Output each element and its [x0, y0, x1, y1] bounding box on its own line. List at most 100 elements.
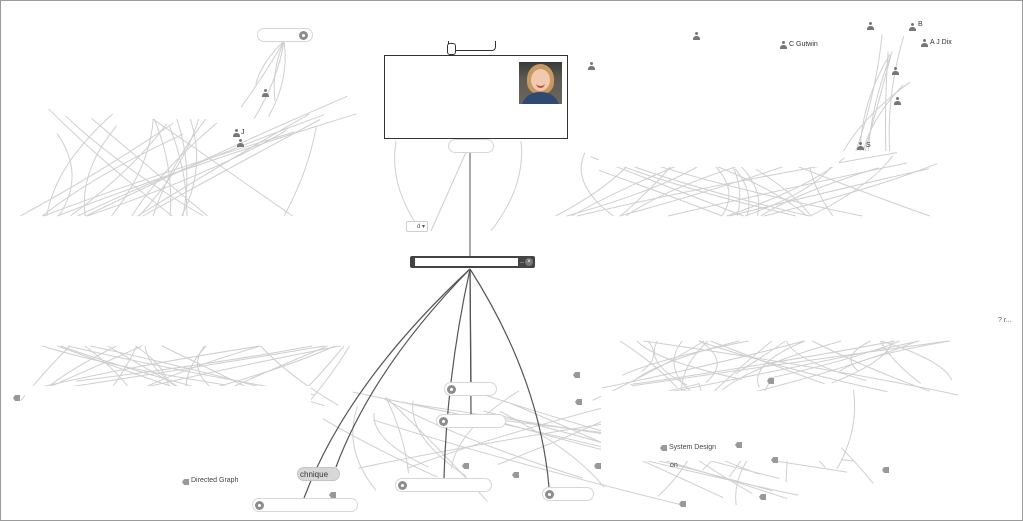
person-label[interactable]: C Gutwin — [789, 41, 818, 48]
person-icon[interactable] — [237, 139, 244, 147]
graph-edge — [57, 345, 174, 388]
graph-node[interactable] — [542, 487, 594, 501]
person-label[interactable]: S — [866, 142, 871, 149]
graph-edge — [668, 162, 907, 217]
graph-node[interactable] — [436, 414, 506, 428]
graph-edge — [238, 40, 285, 111]
graph-edge — [169, 126, 188, 217]
graph-edge — [255, 40, 285, 85]
person-icon[interactable] — [867, 22, 874, 30]
blank-panel — [601, 391, 841, 461]
search-input[interactable] — [415, 258, 518, 266]
graph-edge — [469, 268, 550, 488]
graph-edge — [653, 340, 688, 386]
graph-edge — [831, 340, 894, 384]
person-label[interactable]: J — [241, 129, 245, 136]
graph-edge — [864, 54, 892, 152]
graph-edge — [757, 340, 806, 388]
graph-edge — [839, 340, 950, 372]
blank-panel — [25, 386, 311, 481]
tag-icon[interactable] — [573, 372, 580, 378]
graph-edge — [383, 398, 583, 479]
lock-icon[interactable] — [447, 43, 456, 55]
tag-icon[interactable] — [594, 463, 601, 469]
graph-edge — [76, 345, 313, 382]
graph-edge — [20, 122, 174, 217]
graph-edge — [602, 340, 805, 389]
graph-edge — [394, 140, 422, 232]
graph-edge — [655, 340, 920, 396]
graph-node[interactable] — [444, 382, 497, 396]
tag-icon[interactable] — [882, 467, 889, 473]
graph-edge — [867, 51, 893, 152]
tag-icon[interactable] — [759, 494, 766, 500]
close-icon[interactable]: × — [525, 258, 533, 266]
tag-icon — [545, 489, 554, 499]
graph-node[interactable] — [448, 139, 494, 153]
tag-label[interactable]: on — [670, 462, 678, 469]
graph-edge — [86, 129, 287, 217]
graph-edge — [65, 115, 204, 217]
person-icon — [857, 142, 864, 150]
graph-edge — [217, 345, 336, 388]
graph-edge — [809, 155, 894, 217]
graph-edge — [859, 54, 891, 152]
tag-label[interactable]: Directed Graph — [191, 477, 239, 484]
person-icon — [780, 41, 787, 49]
tag-label[interactable]: System Design — [669, 444, 717, 451]
graph-edge — [881, 340, 953, 381]
graph-edge — [70, 123, 168, 217]
graph-edge — [335, 268, 471, 468]
search-bar[interactable]: .. × — [410, 256, 535, 268]
depth-select[interactable]: d ▾ — [406, 221, 428, 232]
tag-icon[interactable] — [679, 501, 686, 507]
graph-edge — [879, 340, 921, 384]
graph-edge — [888, 35, 905, 152]
graph-node[interactable] — [252, 498, 358, 512]
graph-edge — [131, 122, 218, 217]
tag-icon — [660, 445, 667, 451]
tag-icon[interactable] — [771, 457, 778, 463]
graph-edge — [763, 163, 938, 217]
graph-edge — [352, 406, 377, 491]
graph-edge — [721, 340, 842, 391]
person-icon — [909, 23, 916, 31]
graph-edge — [641, 340, 655, 372]
graph-edge — [56, 133, 73, 217]
person-icon[interactable] — [892, 67, 899, 75]
blank-panel — [599, 47, 839, 167]
graph-node-chnique[interactable]: chnique — [297, 467, 340, 481]
tag-icon[interactable] — [575, 399, 582, 405]
graph-edge — [450, 390, 520, 469]
graph-edge — [621, 340, 749, 376]
graph-edge — [843, 81, 911, 152]
tag-icon[interactable] — [13, 395, 20, 401]
tag-icon[interactable] — [512, 472, 519, 478]
tag-icon — [439, 416, 448, 426]
tag-icon — [447, 384, 456, 394]
person-label[interactable]: B — [918, 21, 923, 28]
graph-edge — [322, 418, 438, 478]
person-icon[interactable] — [894, 97, 901, 105]
person-icon — [921, 39, 928, 47]
graph-node[interactable] — [395, 478, 492, 492]
search-options[interactable]: .. — [520, 258, 524, 265]
tag-icon[interactable] — [462, 463, 469, 469]
profile-card[interactable] — [384, 55, 568, 139]
person-icon[interactable] — [588, 62, 595, 70]
tag-icon — [398, 480, 407, 490]
tag-icon[interactable] — [767, 378, 774, 384]
person-label[interactable]: A J Dix — [930, 39, 952, 46]
graph-node[interactable] — [257, 28, 313, 42]
graph-edge — [373, 419, 684, 506]
tag-icon[interactable] — [735, 442, 742, 448]
person-icon[interactable] — [262, 89, 269, 97]
graph-edge — [698, 340, 888, 393]
tag-icon — [255, 500, 264, 510]
graph-edge — [83, 125, 118, 217]
graph-edge — [619, 340, 678, 389]
person-icon[interactable] — [693, 32, 700, 40]
graph-edge — [490, 140, 523, 232]
tag-icon[interactable] — [329, 492, 336, 498]
